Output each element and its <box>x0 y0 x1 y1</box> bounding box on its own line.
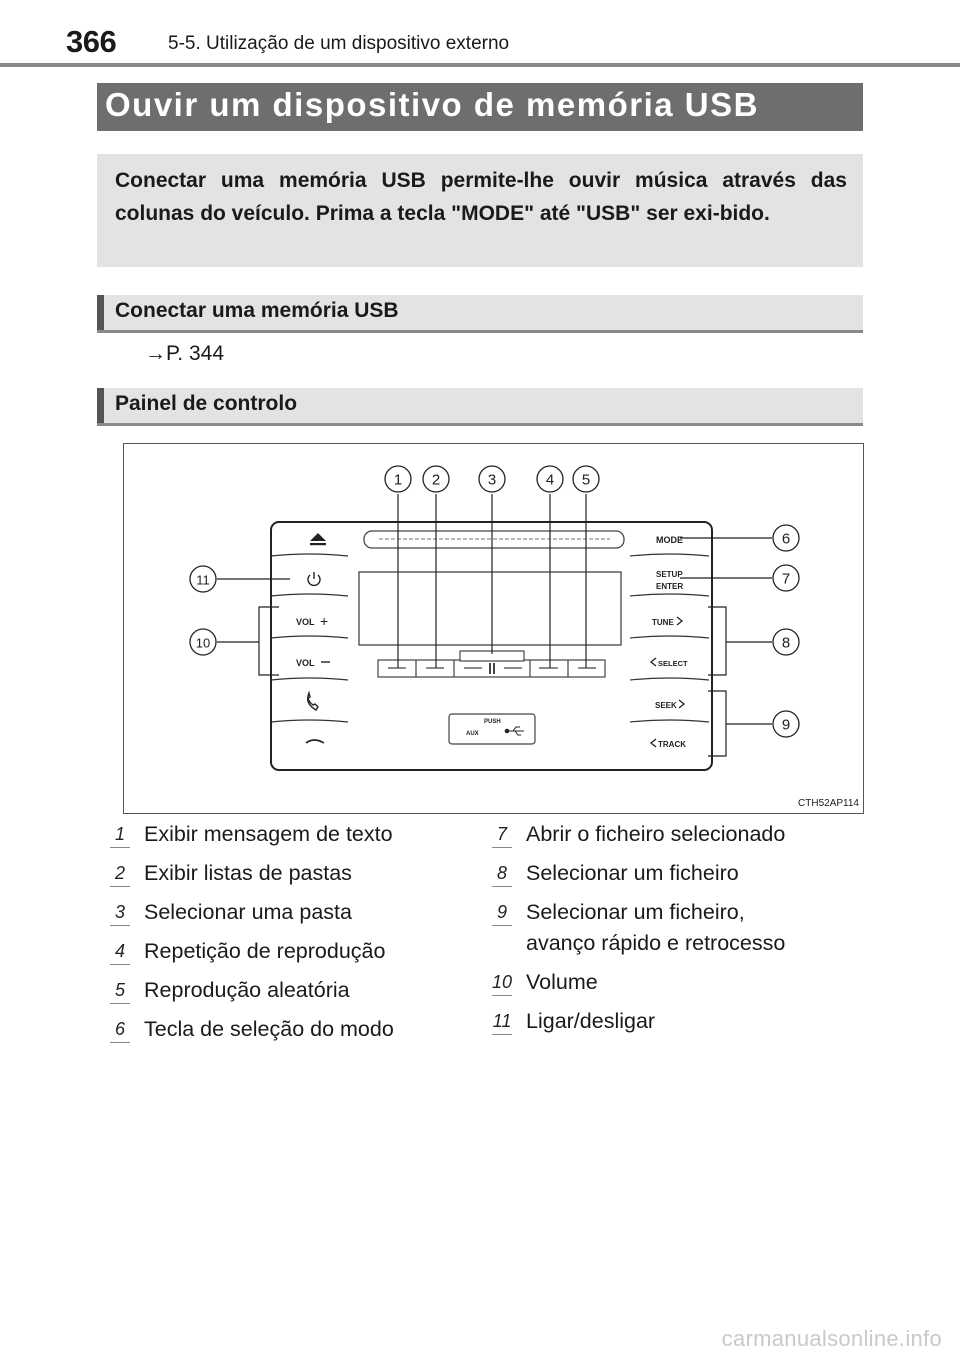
chevron-right-icon <box>678 699 686 709</box>
legend-number: 3 <box>108 900 132 926</box>
enter-label: ENTER <box>656 582 683 591</box>
legend-text: Repetição de reprodução <box>144 939 386 963</box>
legend-item: 5 Reprodução aleatória <box>108 972 468 1011</box>
plus-icon: + <box>320 613 328 629</box>
control-panel-diagram: VOL + VOL MODE SETUP ENTER TUNE SELECT S… <box>189 465 800 771</box>
callout-2: 2 <box>432 472 440 489</box>
setup-label: SETUP <box>656 570 683 579</box>
legend-text-continued: avanço rápido e retrocesso <box>526 931 786 955</box>
callout-11: 11 <box>196 573 210 588</box>
legend-text: Reprodução aleatória <box>144 978 350 1002</box>
chevron-right-icon <box>676 616 684 626</box>
callout-5: 5 <box>582 472 590 489</box>
seek-label: SEEK <box>655 701 677 710</box>
power-icon <box>307 572 321 587</box>
select-label: SELECT <box>658 659 688 668</box>
left-button-column <box>270 553 349 723</box>
callout-circles <box>189 465 800 738</box>
legend-item: 2 Exibir listas de pastas <box>108 855 468 894</box>
legend-number: 1 <box>108 822 132 848</box>
chevron-left-icon <box>649 738 657 748</box>
legend-text: Selecionar um ficheiro <box>526 861 739 885</box>
mode-label: MODE <box>656 535 683 545</box>
legend-text: Abrir o ficheiro selecionado <box>526 822 786 846</box>
tune-label: TUNE <box>652 618 674 627</box>
callout-numbers: 1 2 3 4 5 6 7 8 9 10 11 <box>196 472 790 734</box>
intro-text: Conectar uma memória USB permite-lhe ouv… <box>115 169 847 225</box>
chapter-title: 5-5. Utilização de um dispositivo extern… <box>168 33 510 54</box>
legend-text: Selecionar uma pasta <box>144 900 352 924</box>
usb-icon <box>504 726 524 736</box>
legend-number: 8 <box>490 861 514 887</box>
legend-text: Exibir mensagem de texto <box>144 822 393 846</box>
legend-number: 2 <box>108 861 132 887</box>
legend-item: 7 Abrir o ficheiro selecionado <box>490 816 870 855</box>
intro-box: Conectar uma memória USB permite-lhe ouv… <box>97 154 863 267</box>
callout-3: 3 <box>488 472 496 489</box>
legend-item: 1 Exibir mensagem de texto <box>108 816 468 855</box>
page-number: 366 <box>66 24 117 59</box>
control-panel-figure: VOL + VOL MODE SETUP ENTER TUNE SELECT S… <box>123 443 864 814</box>
legend-number: 6 <box>108 1017 132 1043</box>
legend-item: 11 Ligar/desligar <box>490 1003 870 1042</box>
section-bar <box>97 388 104 423</box>
legend-text: Tecla de seleção do modo <box>144 1017 394 1041</box>
eject-icon <box>310 533 326 546</box>
page-header: 366 5-5. Utilização de um dispositivo ex… <box>0 0 960 70</box>
callout-7: 7 <box>782 571 790 588</box>
legend-item: 3 Selecionar uma pasta <box>108 894 468 933</box>
callout-leaders <box>217 494 772 757</box>
legend-item: 10 Volume <box>490 964 870 1003</box>
callout-6: 6 <box>782 531 790 548</box>
vol-up-label: VOL <box>296 617 315 627</box>
vol-down-label: VOL <box>296 658 315 668</box>
section-connect-usb: Conectar uma memória USB <box>97 295 863 333</box>
page-title: Ouvir um dispositivo de memória USB <box>105 86 759 123</box>
callout-4: 4 <box>546 472 554 489</box>
legend-number: 4 <box>108 939 132 965</box>
legend-number: 10 <box>491 972 513 996</box>
callout-8: 8 <box>782 635 790 652</box>
push-label: PUSH <box>484 719 501 725</box>
legend-text: Selecionar um ficheiro, <box>526 900 745 924</box>
legend-number: 7 <box>490 822 514 848</box>
legend-text: Ligar/desligar <box>526 1009 656 1033</box>
legend-text: Volume <box>526 970 598 994</box>
aux-usb-port <box>448 713 536 745</box>
track-label: TRACK <box>658 740 686 749</box>
legend-text: Exibir listas de pastas <box>144 861 352 885</box>
section-control-panel: Painel de controlo <box>97 388 863 426</box>
preset-button-row <box>377 659 606 678</box>
callout-10: 10 <box>196 636 210 651</box>
legend-number: 5 <box>108 978 132 1004</box>
page-title-bar: Ouvir um dispositivo de memória USB <box>97 83 863 131</box>
display-area <box>358 571 622 646</box>
phone-pickup-icon <box>306 690 319 711</box>
legend-left: 1 Exibir mensagem de texto 2 Exibir listas… <box>108 816 468 1050</box>
legend-item: 8 Selecionar um ficheiro <box>490 855 870 894</box>
right-button-column <box>629 553 710 723</box>
callout-1: 1 <box>394 472 402 489</box>
legend-number: 9 <box>490 900 514 926</box>
watermark: carmanualsonline.info <box>721 1326 942 1351</box>
phone-hangup-icon <box>305 739 325 744</box>
legend-item: 6 Tecla de seleção do modo <box>108 1011 468 1050</box>
section-bar <box>97 295 104 330</box>
header-rule <box>0 63 960 67</box>
legend-item: 4 Repetição de reprodução <box>108 933 468 972</box>
legend-item: 9 Selecionar um ficheiro, avanço rápido e … <box>490 894 870 964</box>
section-heading: Conectar uma memória USB <box>115 299 399 322</box>
legend-number: 11 <box>490 1009 514 1035</box>
chevron-left-icon <box>649 657 657 667</box>
figure-code: CTH52AP114 <box>798 798 859 809</box>
section-heading: Painel de controlo <box>115 392 298 415</box>
callout-9: 9 <box>782 717 790 734</box>
page-reference-link[interactable]: →P. 344 <box>145 342 225 365</box>
aux-label: AUX <box>466 731 479 737</box>
